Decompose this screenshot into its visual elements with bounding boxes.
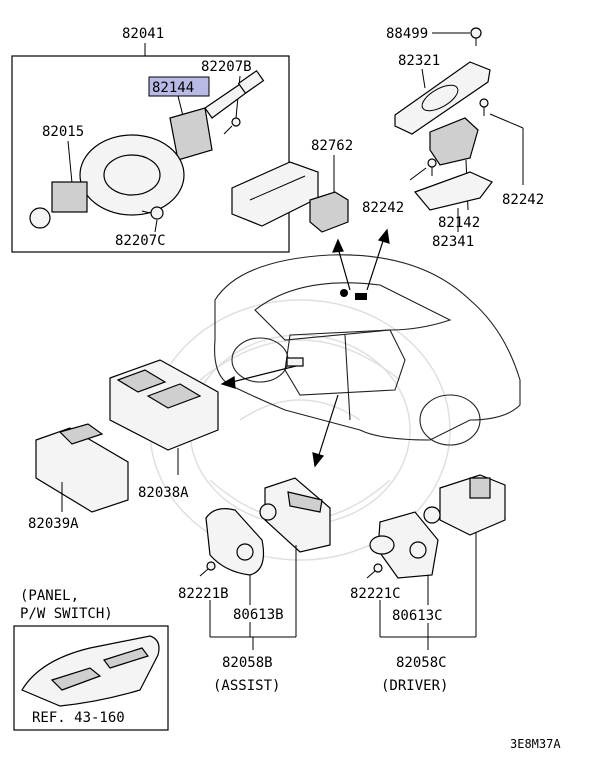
label-82207B: 82207B: [201, 59, 252, 75]
diagram-code: 3E8M37A: [510, 737, 561, 751]
label-ref: REF. 43-160: [32, 710, 125, 726]
part-82015-clock-spring: [29, 134, 185, 229]
label-assist: (ASSIST): [213, 678, 280, 694]
label-82762: 82762: [311, 138, 353, 154]
car-roof-point: [340, 289, 348, 297]
label-80613B: 80613B: [233, 607, 284, 623]
panel-reference-group: (PANEL, P/W SWITCH) REF. 43-160: [13, 588, 169, 731]
part-82221C-screw: [366, 563, 383, 579]
label-panel-line2: P/W SWITCH): [20, 606, 113, 622]
label-82221C: 82221C: [350, 586, 401, 602]
part-80613C-cover: [369, 511, 439, 579]
label-80613C: 80613C: [392, 608, 443, 624]
group-box-82041: [11, 55, 290, 253]
highlight-82144: [148, 76, 210, 97]
part-82221B-screw: [199, 561, 216, 577]
label-82221B: 82221B: [178, 586, 229, 602]
label-driver: (DRIVER): [381, 678, 448, 694]
part-82038A-window-switch: [109, 359, 219, 451]
part-88499-clip: [470, 27, 482, 46]
part-82242-screw-top: [479, 98, 489, 116]
part-82341-lens: [413, 171, 493, 211]
label-82039A: 82039A: [28, 516, 79, 532]
part-82207B-screw: [223, 117, 241, 135]
label-82015: 82015: [42, 124, 84, 140]
label-82207C: 82207C: [115, 233, 166, 249]
relay-group: 82762: [231, 138, 353, 233]
panel-reference-box: [13, 625, 169, 731]
label-82058B: 82058B: [222, 655, 273, 671]
label-82321: 82321: [398, 53, 440, 69]
label-82242-left: 82242: [362, 200, 404, 216]
part-window-switch-top: [231, 161, 319, 227]
car-roof-lamp-marker: [355, 293, 367, 300]
car-door-switch-marker: [286, 357, 304, 367]
part-panel-pw-switch: [21, 635, 160, 707]
part-82207C-screw: [141, 206, 164, 220]
part-82321-bracket: [394, 61, 491, 135]
car-outline: [214, 254, 521, 446]
part-82762-relay: [309, 191, 349, 233]
label-panel-line1: (PANEL,: [20, 588, 79, 604]
label-82144: 82144: [152, 80, 194, 96]
part-82058B-door-switch: [259, 477, 331, 553]
label-82242-right: 82242: [502, 192, 544, 208]
assist-door-switch-group: 82221B 80613B 82058B (ASSIST): [178, 477, 331, 694]
driver-door-switch-group: 82221C 80613C 82058C (DRIVER): [350, 474, 506, 694]
label-82341: 82341: [432, 234, 474, 250]
part-82242-screw-left: [427, 158, 437, 176]
main-window-switch-group: 82038A 82039A: [28, 359, 219, 532]
part-82142-lamp-housing: [429, 117, 479, 166]
label-82142: 82142: [438, 215, 480, 231]
label-82038A: 82038A: [138, 485, 189, 501]
part-82058C-door-switch: [423, 474, 506, 536]
overhead-parts-group: 88499 82321 82242 82142 82242: [362, 26, 544, 250]
part-82039A-window-switch: [35, 423, 129, 513]
label-82058C: 82058C: [396, 655, 447, 671]
label-88499: 88499: [386, 26, 428, 42]
part-82144-stalk-switch: [169, 69, 265, 161]
combination-switch-group: 82041 82144 82207B 82015 82207C: [11, 26, 290, 253]
callout-arrows: [220, 228, 390, 468]
label-82041: 82041: [122, 26, 164, 42]
part-80613B-cover: [205, 508, 265, 576]
